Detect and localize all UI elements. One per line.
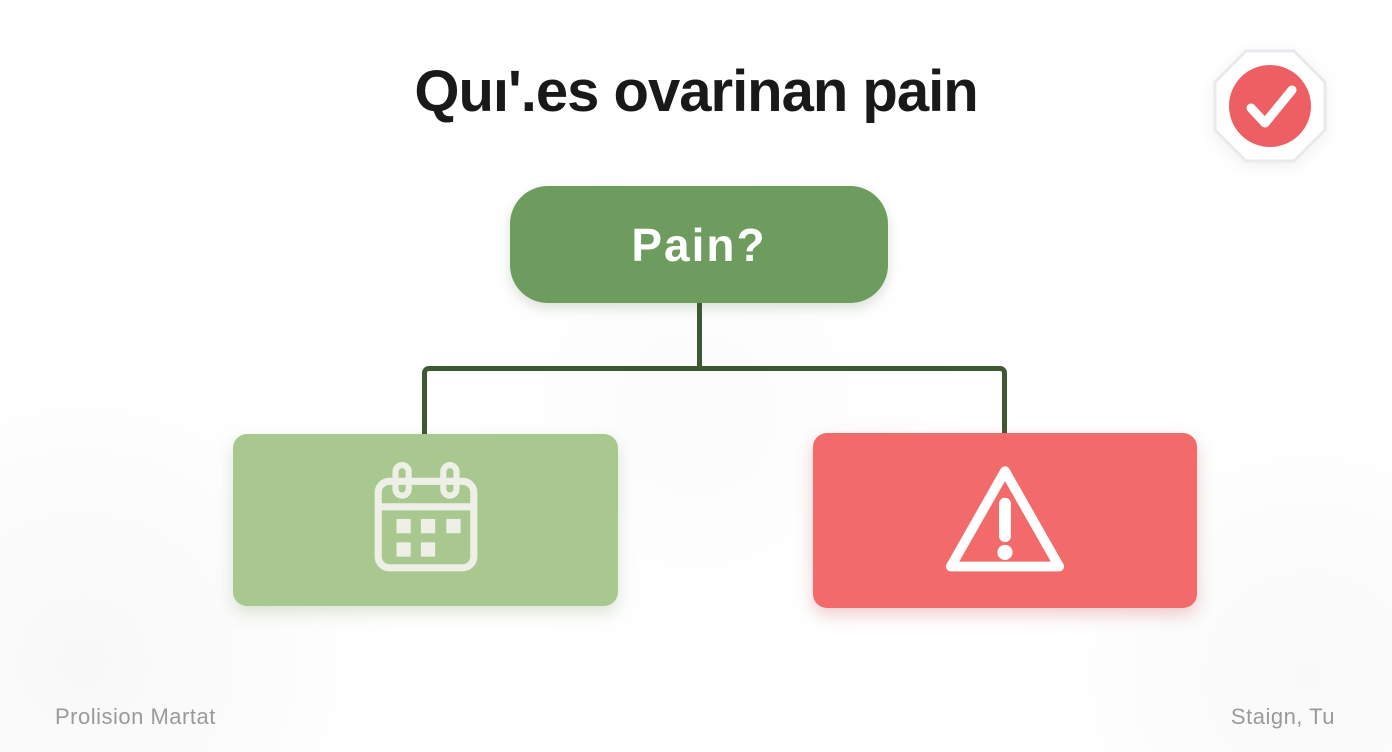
flowchart-child-warning: [813, 433, 1197, 608]
check-badge-icon: [1213, 49, 1327, 163]
footer-right-text: Staign, Tu: [1230, 704, 1335, 729]
connector-bracket: [422, 366, 1007, 438]
flowchart-child-calendar: [233, 434, 618, 606]
page-title: Quı'.es ovarinan pain: [414, 59, 978, 124]
calendar-icon: [374, 462, 477, 572]
connector-stem: [697, 303, 702, 371]
footer-left-text: Prolision Martat: [55, 704, 216, 729]
warning-icon: [945, 465, 1065, 571]
root-node-label: Pain?: [631, 218, 767, 271]
flowchart-root-node: Pain?: [510, 186, 888, 303]
